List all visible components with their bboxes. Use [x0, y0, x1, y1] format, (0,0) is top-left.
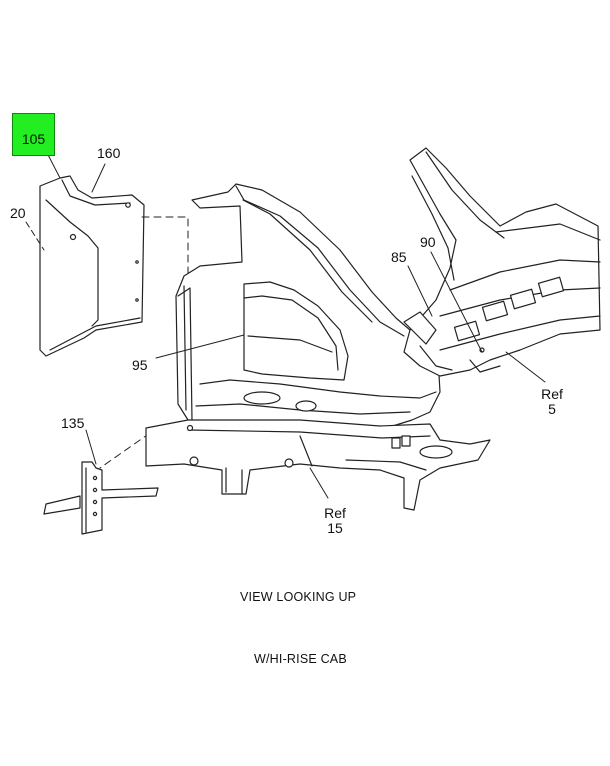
front-frame-part[interactable] [403, 147, 601, 377]
cab-caption: W/HI-RISE CAB [254, 652, 347, 666]
cab-floor-structure[interactable] [175, 183, 441, 441]
leader-ref15 [309, 467, 329, 499]
callout-160[interactable]: 160 [97, 145, 121, 161]
callout-ref-5[interactable]: Ref 5 [537, 387, 567, 417]
leader-90 [430, 251, 483, 353]
callout-105-label: 105 [21, 131, 46, 147]
callout-ref-15[interactable]: Ref 15 [320, 506, 350, 536]
ref-15-number: 15 [327, 520, 343, 536]
callout-95[interactable]: 95 [132, 357, 148, 373]
bracket-part[interactable] [43, 461, 159, 535]
callout-105-highlight[interactable]: 105 [12, 113, 55, 156]
ref-5-label: Ref [541, 386, 563, 402]
leader-95 [155, 334, 245, 359]
callout-135[interactable]: 135 [61, 415, 85, 431]
leader-ref5 [505, 351, 546, 383]
callout-20[interactable]: 20 [10, 205, 26, 221]
view-caption: VIEW LOOKING UP [240, 590, 357, 604]
leader-85 [407, 265, 433, 317]
callout-90[interactable]: 90 [420, 234, 436, 250]
leader-135 [85, 429, 97, 465]
leader-160 [91, 163, 106, 193]
leader-20 [25, 221, 45, 251]
side-panel-part[interactable] [39, 175, 145, 357]
ref-15-label: Ref [324, 505, 346, 521]
lower-sill-part[interactable] [145, 419, 491, 511]
ref-5-number: 5 [548, 401, 556, 417]
callout-85[interactable]: 85 [391, 249, 407, 265]
